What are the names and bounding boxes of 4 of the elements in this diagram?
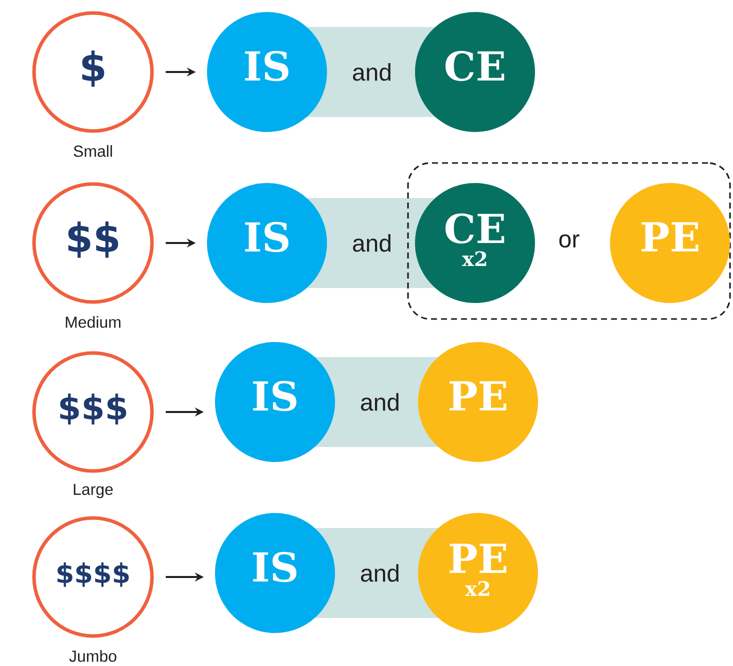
size-label: Large (74, 484, 113, 498)
size-label: Small (74, 145, 112, 157)
size-label: Jumbo (69, 650, 116, 662)
size-label: Medium (66, 316, 120, 328)
